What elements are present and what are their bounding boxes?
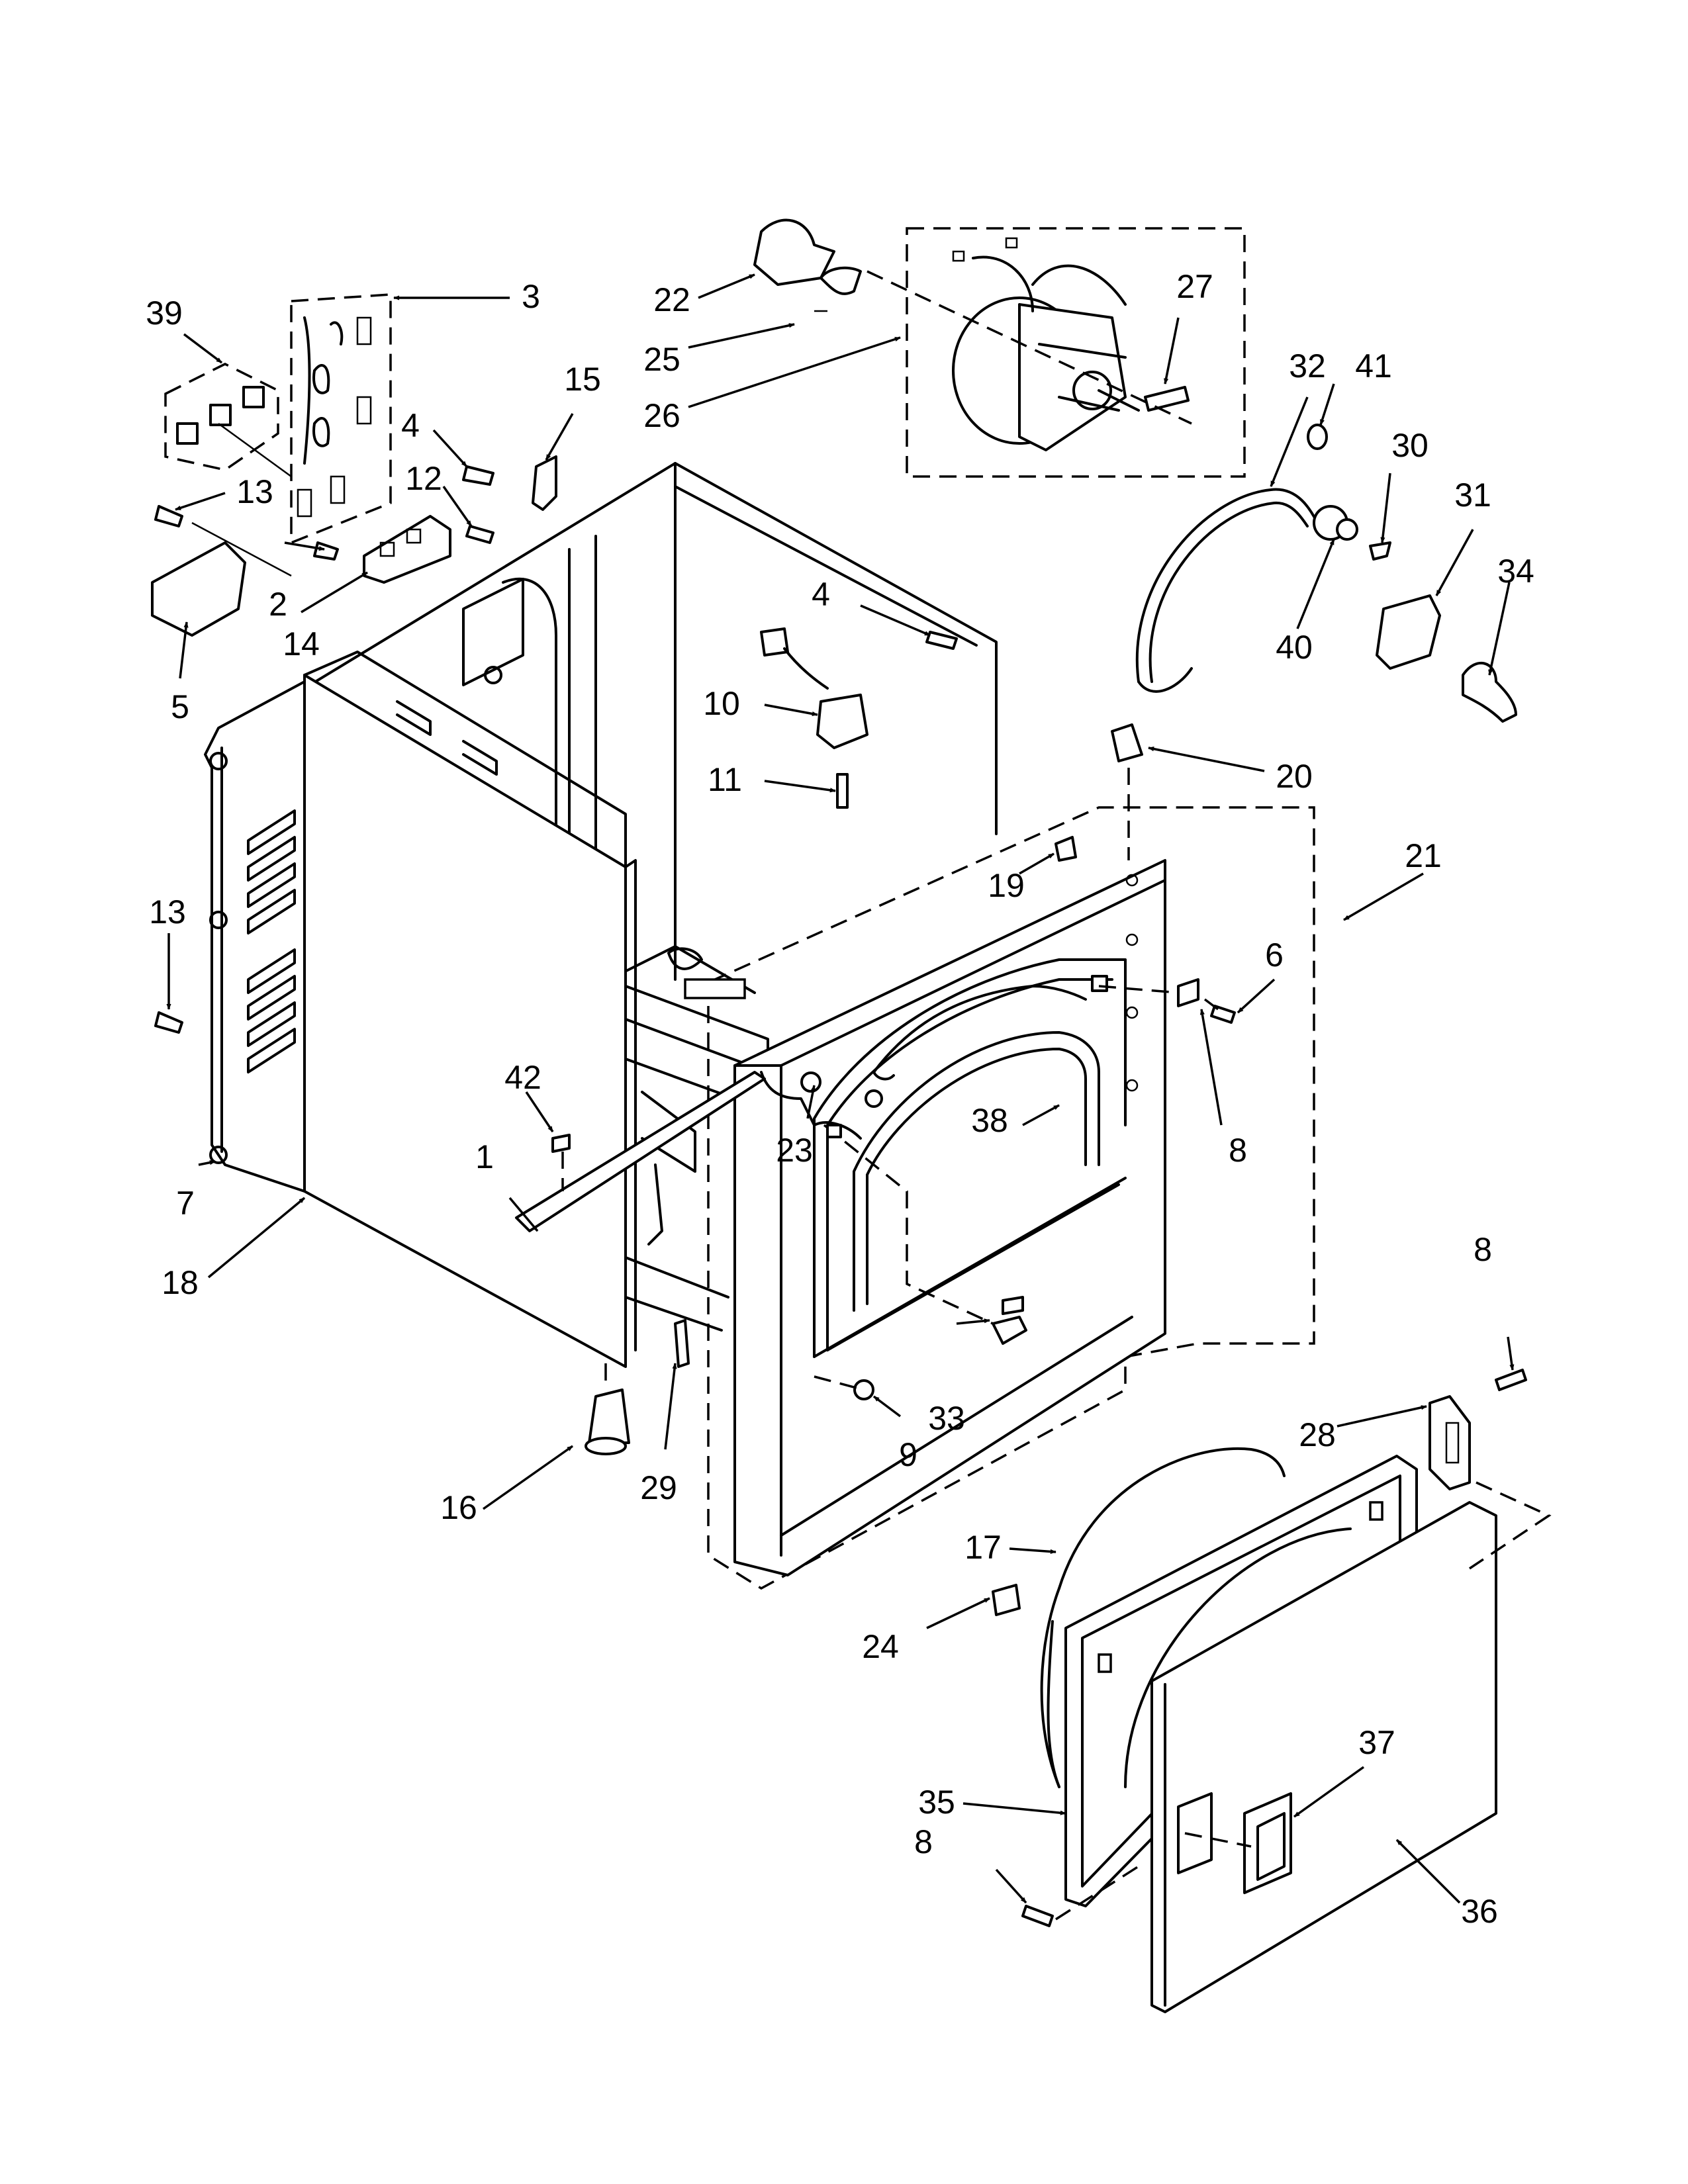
callout-40: 40 — [1276, 629, 1313, 666]
callout-28: 28 — [1299, 1416, 1336, 1453]
callout-14: 14 — [283, 625, 320, 662]
callout-36: 36 — [1461, 1893, 1498, 1930]
callout-29: 29 — [640, 1469, 677, 1506]
callout-32: 32 — [1289, 347, 1326, 385]
callout-13b: 13 — [149, 893, 186, 931]
cabinet — [303, 462, 998, 1368]
callout-4a: 4 — [401, 407, 420, 444]
callout-3: 3 — [522, 278, 540, 315]
callout-15: 15 — [564, 361, 601, 398]
callout-8c: 8 — [914, 1823, 933, 1860]
wiring-harness — [760, 627, 958, 809]
callout-leaders — [166, 273, 1515, 1904]
callout-31: 31 — [1454, 477, 1491, 514]
callout-10: 10 — [703, 685, 740, 722]
callout-25: 25 — [643, 341, 680, 378]
callout-26: 26 — [643, 397, 680, 434]
callout-labels: 1 2 3 4 4 5 6 7 8 8 8 9 10 11 12 13 13 1… — [146, 268, 1534, 1930]
callout-41: 41 — [1355, 347, 1392, 385]
callout-4b: 4 — [812, 576, 830, 613]
callout-7: 7 — [176, 1185, 195, 1222]
callout-30: 30 — [1391, 427, 1429, 464]
callout-34: 34 — [1497, 553, 1534, 590]
callout-8b: 8 — [1474, 1231, 1492, 1268]
leveling-foot — [585, 1319, 690, 1455]
front-panel — [684, 723, 1315, 1590]
callout-13a: 13 — [236, 473, 273, 510]
callout-5: 5 — [171, 688, 189, 725]
callout-16: 16 — [440, 1489, 477, 1526]
callout-2: 2 — [269, 586, 287, 623]
callout-35: 35 — [918, 1784, 955, 1821]
callout-33: 33 — [928, 1400, 965, 1437]
callout-12: 12 — [405, 460, 442, 497]
callout-42: 42 — [504, 1059, 541, 1096]
callout-21: 21 — [1405, 837, 1442, 874]
callout-39: 39 — [146, 295, 183, 332]
callout-17: 17 — [964, 1529, 1002, 1566]
callout-6: 6 — [1265, 936, 1284, 974]
callout-8a: 8 — [1229, 1132, 1247, 1169]
belt-idler-area — [1135, 424, 1517, 723]
rear-panel — [204, 680, 306, 1193]
callout-11: 11 — [708, 761, 742, 798]
callout-19: 19 — [988, 867, 1025, 904]
hold-down-rail — [515, 1071, 766, 1232]
callout-24: 24 — [862, 1628, 899, 1665]
motor-assembly — [753, 218, 1246, 478]
callout-23: 23 — [776, 1132, 813, 1169]
callout-37: 37 — [1358, 1724, 1395, 1761]
callout-27: 27 — [1176, 268, 1213, 305]
callout-9: 9 — [899, 1436, 917, 1473]
callout-20: 20 — [1276, 758, 1313, 795]
callout-18: 18 — [162, 1264, 199, 1301]
terminal-block-area — [151, 293, 557, 1034]
callout-1: 1 — [475, 1138, 494, 1175]
door-assembly — [992, 1369, 1552, 2013]
callout-38: 38 — [971, 1102, 1008, 1139]
callout-22: 22 — [653, 281, 690, 318]
